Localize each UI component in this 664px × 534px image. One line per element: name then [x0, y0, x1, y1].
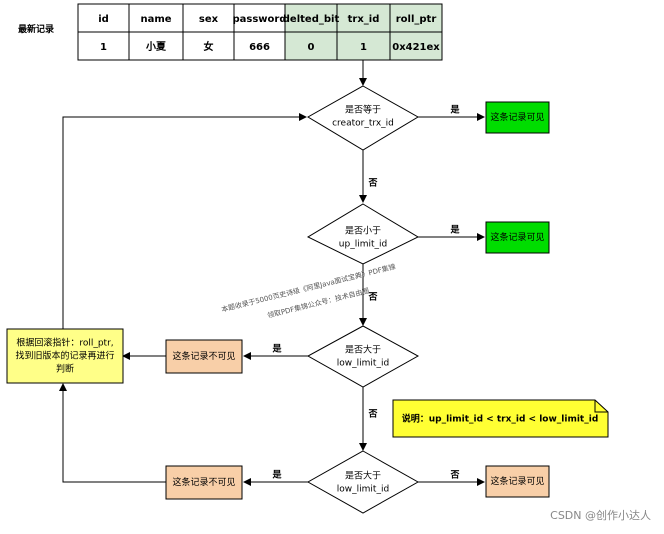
record-table: id name sex password delted_bit trx_id r…: [77, 3, 443, 61]
no-label-d1: 否: [367, 178, 377, 189]
edge-invisible4-to-rollback: [59, 383, 166, 483]
table-header-password: password: [232, 14, 286, 25]
decision-less-than-up-limit-id: 是否小于 up_limit_id: [306, 203, 420, 265]
table-cell-deleted-bit: 0: [308, 42, 315, 53]
visible-box-3-label: 这条记录可见: [490, 475, 544, 487]
decision-4-line2: low_limit_id: [337, 485, 389, 495]
decision-1-line1: 是否等于: [345, 104, 381, 116]
table-cell-name: 小夏: [145, 40, 167, 53]
decision-1-line2: creator_trx_id: [332, 119, 394, 129]
table-cell-roll-ptr: 0x421ex: [392, 42, 440, 53]
table-cell-id: 1: [100, 42, 107, 53]
table-header-id: id: [98, 14, 109, 25]
note-text: 说明：up_limit_id < trx_id < low_limit_id: [402, 413, 599, 425]
yes-label-d2: 是: [449, 225, 460, 236]
invisible-box-2: 这条记录不可见: [165, 465, 243, 500]
invisible-box-1-label: 这条记录不可见: [172, 350, 235, 362]
table-data-cell: [389, 31, 443, 61]
decision-2-line2: up_limit_id: [339, 240, 387, 250]
decision-greater-than-low-limit-id-2: 是否大于 low_limit_id: [306, 450, 420, 514]
rollback-box: 根据回滚指针：roll_ptr, 找到旧版本的记录再进行 判断: [6, 328, 124, 384]
rollback-line3: 判断: [56, 363, 74, 375]
visible-box-3: 这条记录可见: [485, 465, 550, 498]
edge-rollback-loop: [62, 113, 307, 329]
invisible-box-2-label: 这条记录不可见: [172, 476, 235, 488]
decision-3-line1: 是否大于: [345, 344, 381, 356]
decision-equals-creator-trx-id: 是否等于 creator_trx_id: [307, 85, 419, 151]
decision-4-line1: 是否大于: [345, 470, 381, 482]
yes-label-d1: 是: [449, 105, 460, 116]
visible-box-2-label: 这条记录可见: [490, 231, 544, 243]
table-cell-sex: 女: [204, 40, 214, 53]
visible-box-1-label: 这条记录可见: [490, 111, 544, 123]
rollback-line2: 找到旧版本的记录再进行: [15, 350, 114, 362]
visible-box-2: 这条记录可见: [485, 221, 550, 254]
rollback-line1: 根据回滚指针：roll_ptr,: [16, 337, 113, 349]
no-label-d4: 否: [449, 470, 459, 481]
no-label-d3: 否: [367, 409, 377, 420]
table-header-deleted-bit: delted_bit: [283, 14, 340, 25]
decision-3-line2: low_limit_id: [337, 359, 389, 369]
yes-label-d3: 是: [271, 344, 282, 355]
table-header-roll-ptr: roll_ptr: [396, 14, 437, 25]
table-header-name: name: [140, 14, 171, 25]
yes-label-d4: 是: [271, 470, 282, 481]
table-header-cell: [336, 3, 391, 33]
decision-greater-than-low-limit-id-1: 是否大于 low_limit_id: [306, 325, 420, 388]
table-data-cell: [77, 31, 130, 61]
record-label: 最新记录: [18, 23, 54, 35]
no-label-d2: 否: [367, 292, 377, 303]
decision-2-line1: 是否小于: [345, 226, 381, 237]
visible-box-1: 这条记录可见: [485, 101, 550, 134]
credit-text: CSDN @创作小达人: [550, 509, 651, 522]
table-cell-trx-id: 1: [360, 42, 367, 53]
table-data-cell: [284, 31, 338, 61]
note-box: 说明：up_limit_id < trx_id < low_limit_id: [392, 399, 609, 438]
table-header-cell: [77, 3, 130, 33]
table-data-cell: [128, 31, 184, 61]
table-header-trx-id: trx_id: [348, 14, 380, 25]
invisible-box-1: 这条记录不可见: [165, 339, 243, 374]
table-data-cell: [182, 31, 235, 61]
table-header-cell: [128, 3, 184, 33]
table-cell-password: 666: [249, 42, 270, 53]
table-header-sex: sex: [199, 14, 219, 25]
